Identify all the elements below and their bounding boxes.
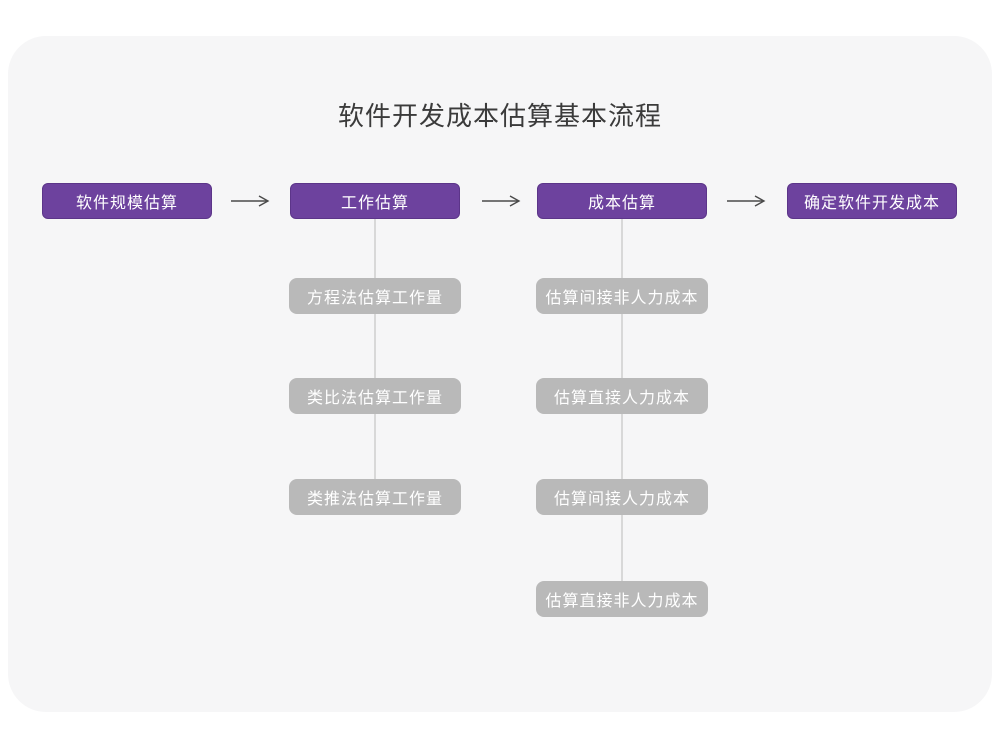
flow-node-software-scale-estimation: 软件规模估算 bbox=[42, 183, 212, 219]
flow-node-work-estimation: 工作估算 bbox=[290, 183, 460, 219]
arrow-right-icon bbox=[482, 195, 521, 207]
sub-node-extrapolation-method: 类推法估算工作量 bbox=[289, 479, 461, 515]
sub-node-label: 估算直接非人力成本 bbox=[545, 593, 699, 610]
flow-node-cost-estimation: 成本估算 bbox=[537, 183, 707, 219]
diagram-card bbox=[8, 36, 992, 712]
sub-node-direct-non-labor-cost: 估算直接非人力成本 bbox=[536, 581, 708, 617]
flow-node-determine-development-cost: 确定软件开发成本 bbox=[787, 183, 957, 219]
flow-node-label: 确定软件开发成本 bbox=[803, 195, 940, 212]
sub-node-analogy-method: 类比法估算工作量 bbox=[289, 378, 461, 414]
sub-node-label: 估算间接非人力成本 bbox=[545, 290, 699, 307]
sub-node-equation-method: 方程法估算工作量 bbox=[289, 278, 461, 314]
diagram-title: 软件开发成本估算基本流程 bbox=[337, 101, 662, 131]
sub-node-label: 类推法估算工作量 bbox=[306, 491, 443, 508]
arrow-right-icon bbox=[231, 195, 270, 207]
arrow-right-icon bbox=[727, 195, 766, 207]
sub-node-label: 估算直接人力成本 bbox=[553, 390, 690, 407]
sub-node-label: 类比法估算工作量 bbox=[306, 390, 443, 407]
connector-line-work-estimation bbox=[374, 219, 376, 497]
sub-node-label: 方程法估算工作量 bbox=[306, 290, 443, 307]
flow-node-label: 软件规模估算 bbox=[75, 195, 178, 212]
sub-node-label: 估算间接人力成本 bbox=[553, 491, 690, 508]
sub-node-indirect-labor-cost: 估算间接人力成本 bbox=[536, 479, 708, 515]
flow-node-label: 成本估算 bbox=[587, 195, 656, 212]
sub-node-direct-labor-cost: 估算直接人力成本 bbox=[536, 378, 708, 414]
flow-node-label: 工作估算 bbox=[340, 195, 409, 212]
sub-node-indirect-non-labor-cost: 估算间接非人力成本 bbox=[536, 278, 708, 314]
